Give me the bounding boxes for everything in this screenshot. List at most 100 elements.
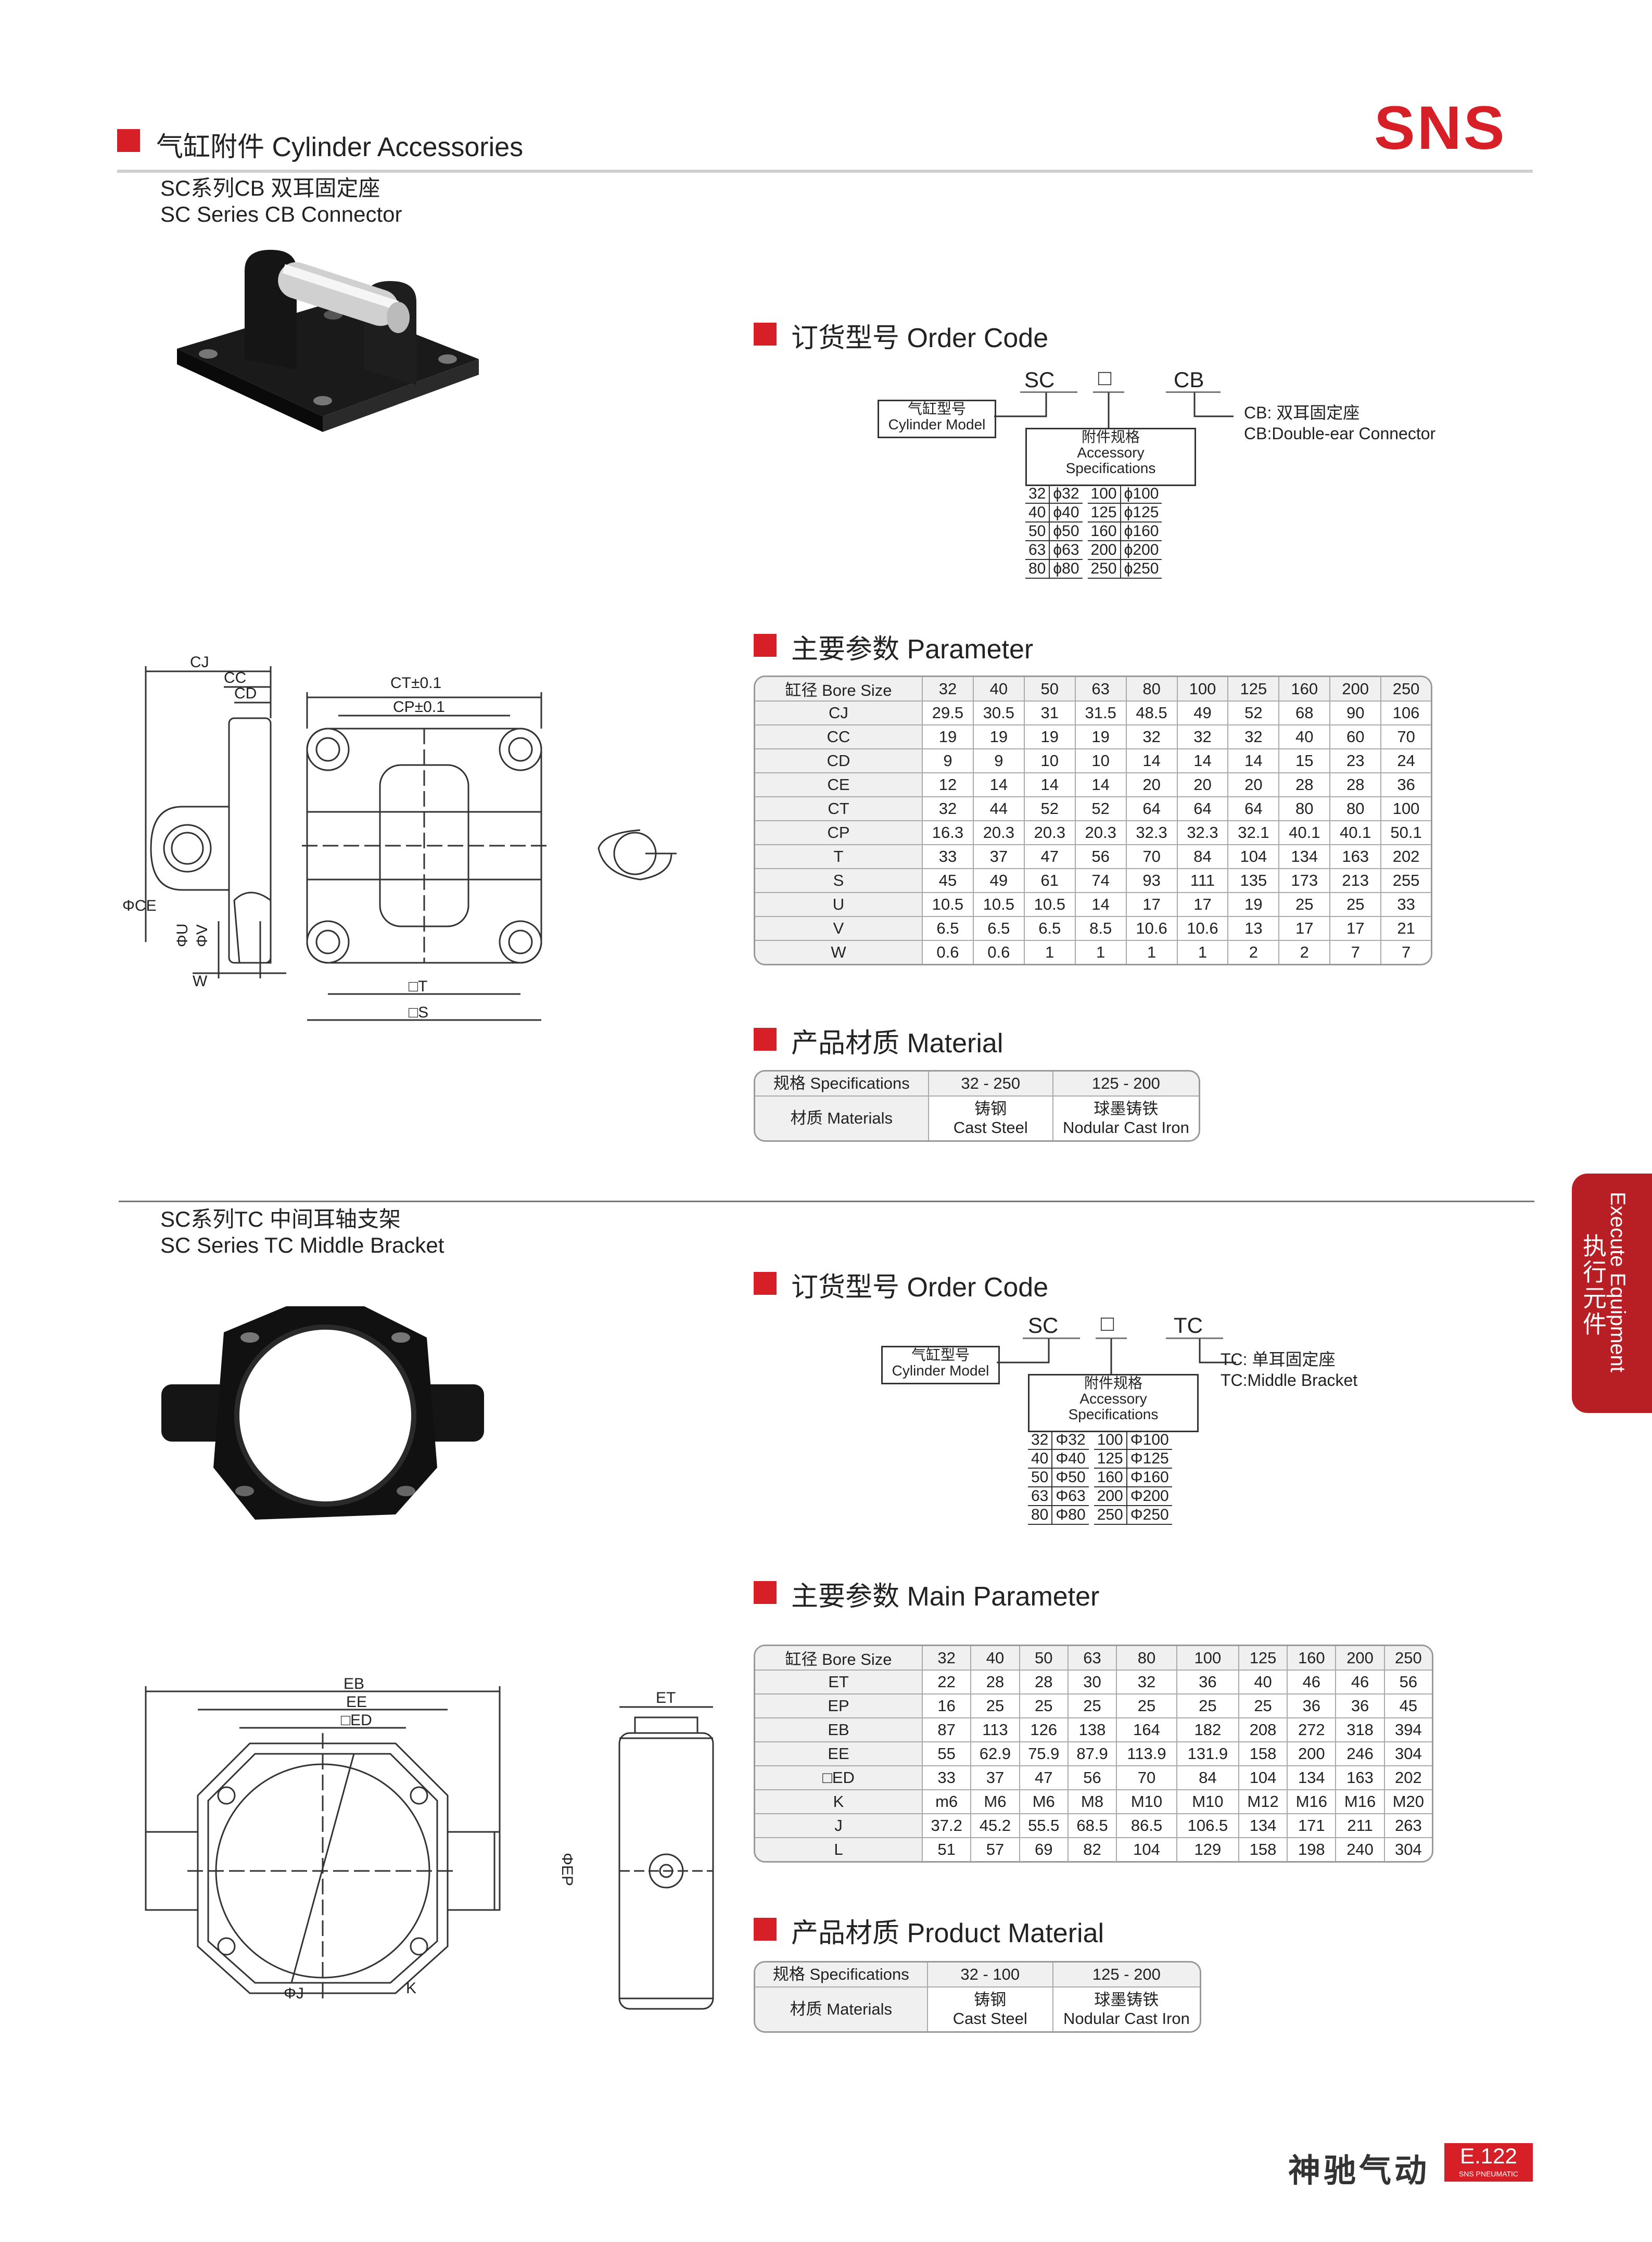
param-cell: 126 [1020,1718,1069,1742]
param-cell: M10 [1117,1790,1177,1814]
size-cell: 50 [1028,1468,1053,1487]
size-cell: ϕ200 [1120,541,1162,560]
param-header-cell: 100 [1177,1646,1239,1671]
section-marker-icon [117,129,140,152]
param-cell: 52 [1228,702,1280,725]
param-cell: 68 [1279,702,1331,725]
param-row-label: T [755,845,923,869]
param-row-label: V [755,917,923,941]
param-cell: 21 [1381,917,1431,941]
param-cell: 84 [1177,1766,1239,1790]
tc-order-code-heading: 订货型号 Order Code [791,1272,1049,1303]
size-cell: 160 [1087,522,1121,541]
param-header-cell: 缸径 Bore Size [755,677,923,702]
category-tab-en: Execute Equipment [1606,1192,1629,1372]
page-number: E.122 [1460,2144,1517,2168]
param-cell: 28 [1020,1671,1069,1695]
param-cell: 14 [1075,893,1127,917]
param-cell: 10.6 [1177,917,1229,941]
tc-param-heading: 主要参数 Main Parameter [791,1582,1100,1612]
size-cell: ϕ50 [1049,522,1083,541]
size-cell: Φ80 [1052,1506,1089,1525]
param-cell: 37.2 [923,1814,972,1838]
param-cell: 10.5 [923,893,974,917]
category-side-tab[interactable] [1572,1174,1652,1413]
tc-dim-eb: EB [344,1676,364,1692]
param-cell: 52 [1024,797,1076,821]
param-row-label: CC [755,725,923,749]
param-cell: 48.5 [1126,702,1178,725]
tc-title-zh: SC系列TC 中间耳轴支架 [160,1207,401,1231]
page-number-sub: SNS PNEUMATIC [1458,2170,1519,2178]
tc-order-suffix: TC [1174,1313,1203,1337]
param-cell: 68.5 [1068,1814,1117,1838]
param-cell: 45.2 [971,1814,1020,1838]
param-cell: 14 [973,773,1025,797]
param-header-cell: 80 [1126,677,1178,702]
param-cell: 25 [1239,1695,1288,1718]
param-cell: 200 [1288,1742,1337,1766]
cb-dim-t: □T [409,978,427,995]
param-cell: 32 [923,797,974,821]
param-cell: 134 [1239,1814,1288,1838]
param-header-cell: 50 [1020,1646,1069,1671]
param-cell: 1 [1076,941,1127,964]
size-cell: Φ32 [1052,1431,1089,1450]
param-row-label: CD [755,749,923,773]
param-cell: 246 [1336,1742,1385,1766]
param-row-label: J [755,1814,923,1838]
param-row-label: EP [755,1695,923,1718]
cb-dim-u: ΦU [174,923,191,947]
param-cell: 202 [1384,1766,1432,1790]
footer-brand: 神驰气动 [1288,2153,1430,2189]
param-cell: 208 [1239,1718,1288,1742]
size-cell: 40 [1028,1449,1053,1469]
param-cell: 25 [971,1695,1020,1718]
param-cell: 182 [1177,1718,1239,1742]
size-cell: ϕ80 [1049,559,1083,579]
param-marker-icon [754,1581,777,1604]
param-cell: 104 [1117,1838,1177,1861]
param-cell: 7 [1330,941,1382,964]
param-cell: 25 [1020,1695,1069,1718]
param-cell: 90 [1330,702,1382,725]
param-cell: 14 [1075,773,1127,797]
param-cell: M12 [1239,1790,1288,1814]
param-cell: 211 [1336,1814,1385,1838]
param-row-label: S [755,869,923,893]
size-cell: 125 [1094,1449,1127,1469]
cb-order-suffix: CB [1174,367,1204,392]
tc-dim-k: K [406,1980,416,1997]
param-cell: 23 [1330,749,1382,773]
param-cell: 33 [923,845,974,869]
param-cell: M16 [1336,1790,1385,1814]
param-cell: M16 [1288,1790,1337,1814]
section-divider [119,1201,1534,1202]
param-cell: 40 [1239,1671,1288,1695]
param-cell: 19 [923,725,974,749]
param-cell: 52 [1075,797,1127,821]
cb-title-en: SC Series CB Connector [160,202,402,226]
cb-material-heading: 产品材质 Material [791,1028,1003,1059]
size-cell: 200 [1087,541,1121,560]
param-cell: 49 [973,869,1025,893]
param-cell: 20 [1126,773,1178,797]
param-cell: 25 [1068,1695,1117,1718]
param-cell: 62.9 [971,1742,1020,1766]
tc-dim-ee: EE [346,1693,367,1711]
param-cell: 37 [971,1766,1020,1790]
param-cell: 70 [1126,845,1178,869]
param-cell: 10.6 [1126,917,1178,941]
param-header-cell: 125 [1228,677,1280,702]
param-cell: 19 [1075,725,1127,749]
param-row-label: ET [755,1671,923,1695]
param-cell: 394 [1384,1718,1432,1742]
param-cell: 74 [1075,869,1127,893]
param-cell: 2 [1279,941,1331,964]
param-cell: 171 [1288,1814,1337,1838]
category-tab-zh: 执行元件 [1580,1233,1607,1337]
